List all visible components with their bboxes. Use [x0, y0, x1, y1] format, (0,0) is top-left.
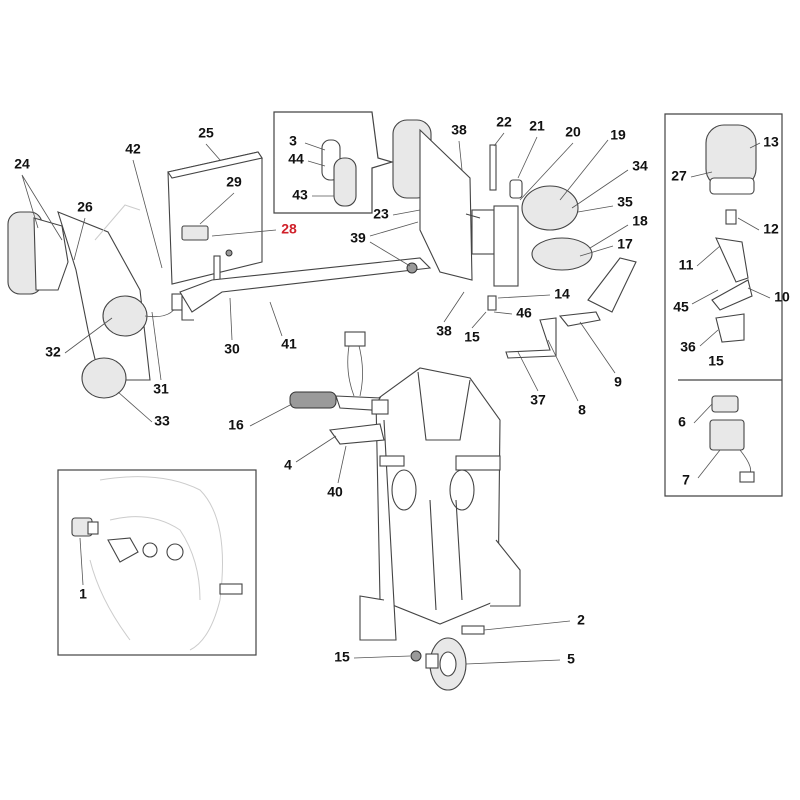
- callout-20[interactable]: 20: [565, 124, 581, 140]
- callout-33[interactable]: 33: [154, 413, 170, 429]
- callout-38[interactable]: 38: [451, 122, 467, 138]
- callout-42[interactable]: 42: [125, 141, 141, 157]
- detail-inset-bottom-left: [57, 469, 257, 656]
- callout-41[interactable]: 41: [281, 336, 297, 352]
- callout-15c[interactable]: 15: [334, 649, 350, 665]
- right-lamp-assembly: [392, 119, 637, 359]
- callout-37[interactable]: 37: [530, 392, 546, 408]
- callout-26[interactable]: 26: [77, 199, 93, 215]
- callout-22[interactable]: 22: [496, 114, 512, 130]
- steering-pedestal: [359, 367, 521, 641]
- support-bar: [179, 257, 432, 321]
- callout-18[interactable]: 18: [632, 213, 648, 229]
- callout-23[interactable]: 23: [373, 206, 389, 222]
- callout-15[interactable]: 15: [464, 329, 480, 345]
- callout-5[interactable]: 5: [567, 651, 575, 667]
- callout-19[interactable]: 19: [610, 127, 626, 143]
- detail-inset-switch: [273, 111, 395, 214]
- callout-3[interactable]: 3: [289, 133, 297, 149]
- callout-9[interactable]: 9: [614, 374, 622, 390]
- callout-27[interactable]: 27: [671, 168, 687, 184]
- callout-34[interactable]: 34: [632, 158, 648, 174]
- callout-14[interactable]: 14: [554, 286, 570, 302]
- callout-2[interactable]: 2: [577, 612, 585, 628]
- callout-31[interactable]: 31: [153, 381, 169, 397]
- callout-21[interactable]: 21: [529, 118, 545, 134]
- callout-45[interactable]: 45: [673, 299, 689, 315]
- callout-6[interactable]: 6: [678, 414, 686, 430]
- callout-29[interactable]: 29: [226, 174, 242, 190]
- left-lamp-assembly: [7, 204, 183, 399]
- callout-11[interactable]: 11: [679, 257, 694, 273]
- callout-12[interactable]: 12: [763, 221, 779, 237]
- callout-40[interactable]: 40: [327, 484, 343, 500]
- callout-8[interactable]: 8: [578, 402, 586, 418]
- callout-4[interactable]: 4: [284, 457, 292, 473]
- callout-25[interactable]: 25: [198, 125, 214, 141]
- callout-7[interactable]: 7: [682, 472, 690, 488]
- callout-16[interactable]: 16: [228, 417, 244, 433]
- callout-13[interactable]: 13: [763, 134, 779, 150]
- callout-30[interactable]: 30: [224, 341, 240, 357]
- callout-1[interactable]: 1: [79, 586, 87, 602]
- beacon-assembly: [705, 124, 757, 483]
- switch-detail: [321, 139, 357, 207]
- indicator-switch: [289, 331, 389, 445]
- leader-lines: [21, 132, 771, 665]
- mounting-panel: [167, 151, 263, 285]
- callout-17[interactable]: 17: [617, 236, 633, 252]
- horn: [410, 625, 485, 691]
- callout-39[interactable]: 39: [350, 230, 366, 246]
- callout-10[interactable]: 10: [774, 289, 790, 305]
- callout-43[interactable]: 43: [292, 187, 308, 203]
- callout-44[interactable]: 44: [288, 151, 304, 167]
- inset-ghost-assembly: [71, 476, 243, 651]
- callout-35[interactable]: 35: [617, 194, 633, 210]
- callout-28-highlighted[interactable]: 28: [281, 221, 297, 237]
- callout-labels: 24 26 42 25 29 28 3 44 43 38 22 21 20 19…: [14, 114, 790, 667]
- right-panel-frame: [664, 113, 783, 497]
- callout-15b[interactable]: 15: [708, 353, 724, 369]
- callout-36[interactable]: 36: [680, 339, 696, 355]
- callout-24[interactable]: 24: [14, 156, 30, 172]
- callout-38b[interactable]: 38: [436, 323, 452, 339]
- callout-46[interactable]: 46: [516, 305, 532, 321]
- callout-32[interactable]: 32: [45, 344, 61, 360]
